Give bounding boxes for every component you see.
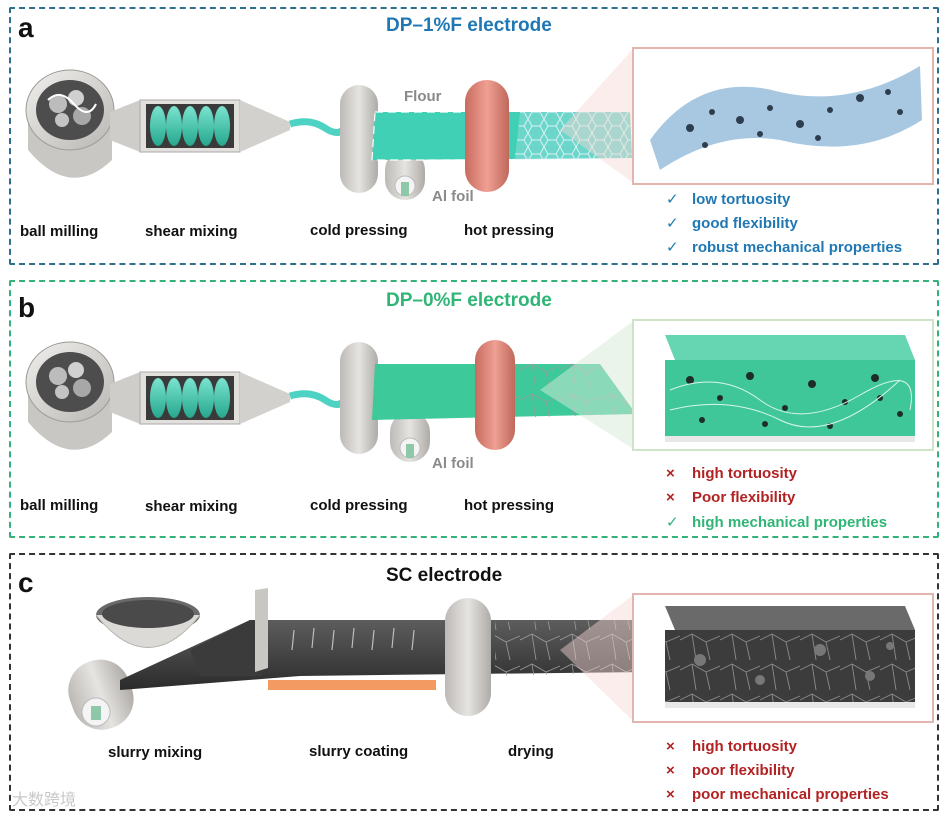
step-cold-pressing-b: cold pressing <box>310 497 408 514</box>
panel-c-letter: c <box>18 567 34 598</box>
step-shear-mixing-a: shear mixing <box>145 223 238 240</box>
shear-mixer-b <box>110 371 349 425</box>
cold-roller-a <box>340 85 378 193</box>
panel-c-title: SC electrode <box>386 565 503 586</box>
property-text: robust mechanical properties <box>692 239 903 256</box>
panel-b-frame <box>9 280 939 538</box>
step-hot-pressing-b: hot pressing <box>464 497 555 514</box>
hot-roller-a <box>465 80 509 192</box>
property-b-3: ✓ high mechanical properties <box>666 513 887 531</box>
step-slurry-coating: slurry coating <box>309 743 409 760</box>
step-ball-milling-a: ball milling <box>20 223 99 240</box>
step-shear-mixing-b: shear mixing <box>145 498 238 515</box>
panel-a-drawing <box>25 47 934 200</box>
panel-a-title: DP–1%F electrode <box>386 15 552 36</box>
microstructure-b <box>665 335 915 442</box>
check-icon: ✓ <box>666 215 679 232</box>
property-c-3: × poor mechanical properties <box>666 786 889 803</box>
panel-a-letter: a <box>18 12 34 43</box>
slurry-bowl <box>95 597 201 648</box>
step-slurry-mixing: slurry mixing <box>108 744 203 761</box>
microstructure-a <box>650 66 922 170</box>
watermark: 大数跨境 <box>12 792 77 809</box>
property-text: high mechanical properties <box>692 514 888 531</box>
property-c-2: × poor flexibility <box>666 762 795 779</box>
panel-c-drawing <box>68 588 934 730</box>
panel-b-letter: b <box>18 292 36 323</box>
ball-mill-a <box>25 69 115 178</box>
panel-c-frame <box>9 553 939 811</box>
al-foil-label-a: Al foil <box>432 188 474 205</box>
property-a-3: ✓ robust mechanical properties <box>666 238 902 256</box>
shear-mixer-a <box>110 99 349 153</box>
step-hot-pressing-a: hot pressing <box>464 222 555 239</box>
property-a-2: ✓ good flexibility <box>666 214 798 232</box>
property-text: high tortuosity <box>692 465 797 482</box>
panel-b-drawing <box>25 319 934 462</box>
property-text: good flexibility <box>692 215 798 232</box>
panel-a-frame <box>9 7 939 265</box>
panel-b-title: DP–0%F electrode <box>386 290 552 311</box>
property-c-1: × high tortuosity <box>666 738 797 755</box>
heater-strip <box>268 680 436 690</box>
check-icon: ✓ <box>666 239 679 256</box>
cross-icon: × <box>666 786 675 803</box>
al-foil-label-b: Al foil <box>432 455 474 472</box>
cross-icon: × <box>666 465 675 482</box>
property-b-1: × high tortuosity <box>666 465 797 482</box>
property-b-2: × Poor flexibility <box>666 489 795 506</box>
property-a-1: ✓ low tortuosity <box>666 190 790 208</box>
property-text: poor flexibility <box>692 762 795 779</box>
flour-label: Flour <box>404 88 442 105</box>
property-text: low tortuosity <box>692 191 791 208</box>
check-icon: ✓ <box>666 514 679 531</box>
property-text: Poor flexibility <box>692 489 796 506</box>
cross-icon: × <box>666 738 675 755</box>
ball-mill-b <box>25 341 115 450</box>
step-cold-pressing-a: cold pressing <box>310 222 408 239</box>
step-ball-milling-b: ball milling <box>20 497 99 514</box>
check-icon: ✓ <box>666 191 679 208</box>
property-text: poor mechanical properties <box>692 786 889 803</box>
property-text: high tortuosity <box>692 738 797 755</box>
microstructure-c <box>665 606 915 708</box>
cross-icon: × <box>666 762 675 779</box>
step-drying: drying <box>508 743 554 760</box>
cross-icon: × <box>666 489 675 506</box>
